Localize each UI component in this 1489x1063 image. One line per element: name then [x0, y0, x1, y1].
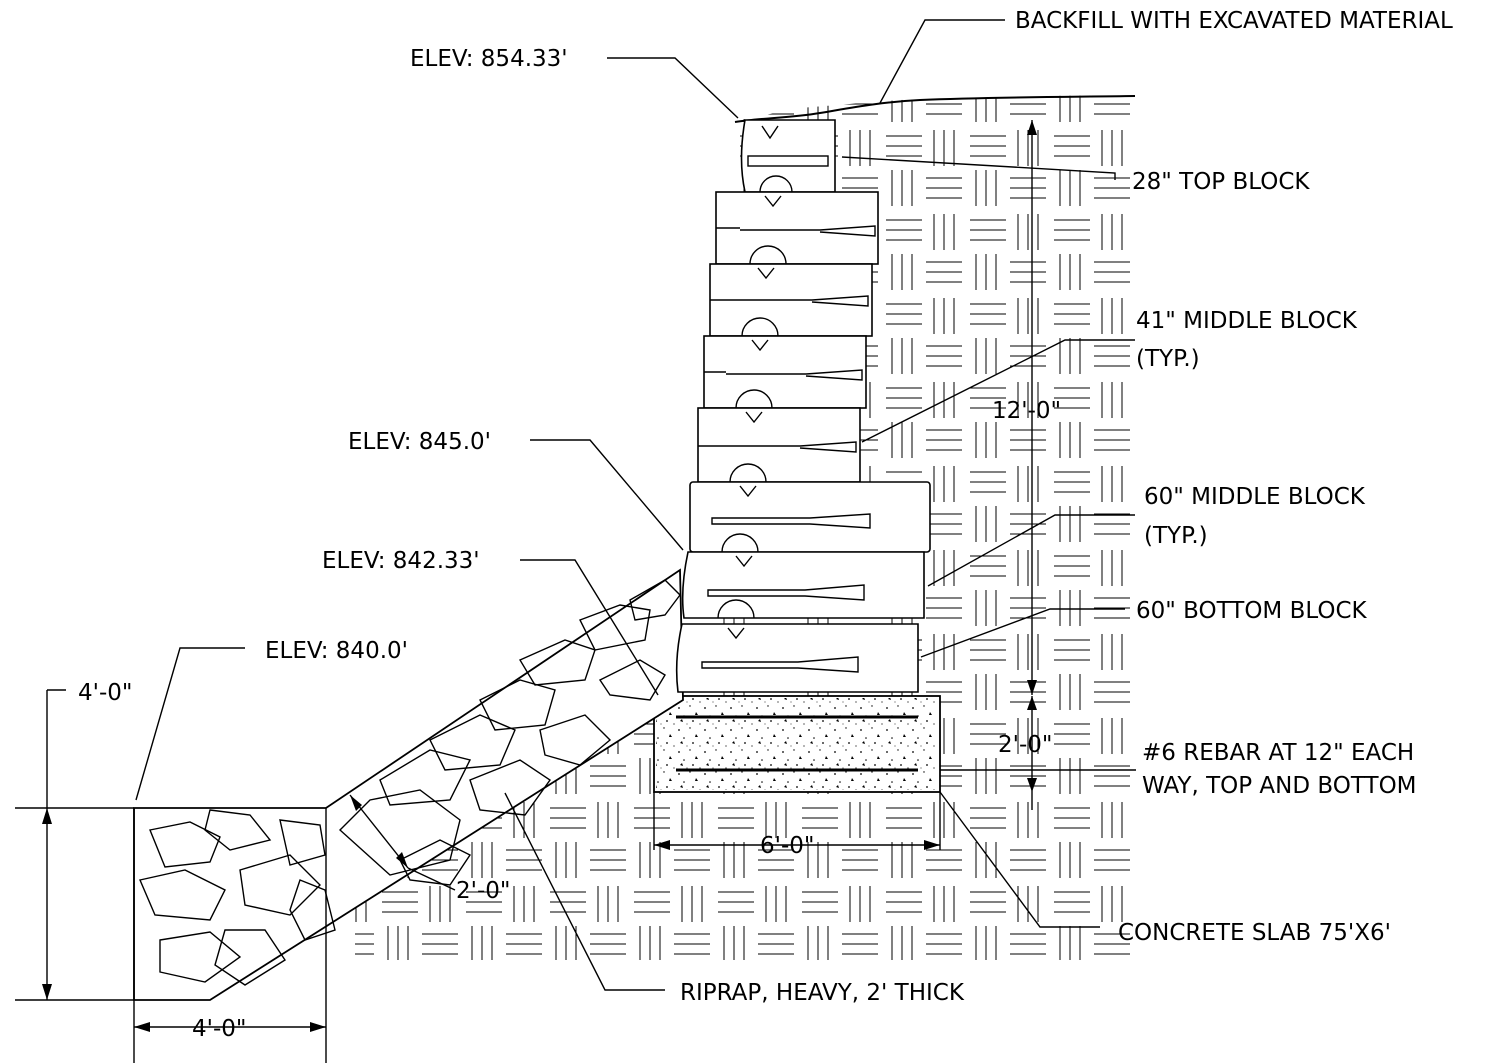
label-top-block: 28" TOP BLOCK [1132, 169, 1310, 195]
leader-lines [135, 19, 1136, 991]
label-bottom-block: 60" BOTTOM BLOCK [1136, 598, 1368, 624]
riprap-slope [133, 568, 684, 1063]
dim-toe-width: 4'-0" [192, 1016, 246, 1042]
dim-riprap-thickness: 2'-0" [456, 878, 510, 904]
concrete-slab [653, 695, 941, 793]
label-middle-41-line2: (TYP.) [1136, 346, 1200, 372]
dim-toe-height: 4'-0" [78, 680, 132, 706]
dim-slab-width: 6'-0" [760, 833, 814, 859]
label-rebar-line2: WAY, TOP AND BOTTOM [1142, 773, 1417, 799]
top-block-28in [740, 119, 836, 193]
label-elev-845: ELEV: 845.0' [348, 429, 491, 455]
label-elev-top: ELEV: 854.33' [410, 46, 568, 72]
ground-surface-line [734, 95, 1136, 123]
block-wall [675, 119, 931, 693]
label-rebar-line1: #6 REBAR AT 12" EACH [1142, 740, 1414, 766]
label-middle-60-line1: 60" MIDDLE BLOCK [1144, 484, 1366, 510]
label-elev-842: ELEV: 842.33' [322, 548, 480, 574]
bottom-block-60in [675, 623, 919, 693]
annotation-text: BACKFILL WITH EXCAVATED MATERIAL ELEV: 8… [78, 8, 1453, 1042]
middle-block-60in-2 [681, 551, 925, 619]
dimension-lines [15, 120, 1037, 1032]
middle-block-41in-4 [697, 407, 861, 483]
middle-block-60in [689, 481, 931, 553]
dim-slab-thickness: 2'-0" [998, 732, 1052, 758]
middle-block-41in-2 [709, 263, 873, 337]
label-middle-41-line1: 41" MIDDLE BLOCK [1136, 308, 1358, 334]
label-concrete-slab: CONCRETE SLAB 75'X6' [1118, 920, 1391, 946]
label-backfill: BACKFILL WITH EXCAVATED MATERIAL [1015, 8, 1453, 34]
label-middle-60-line2: (TYP.) [1144, 523, 1208, 549]
dim-wall-height: 12'-0" [992, 398, 1061, 424]
label-riprap: RIPRAP, HEAVY, 2' THICK [680, 980, 965, 1006]
middle-block-41in-3 [703, 335, 867, 409]
label-elev-840: ELEV: 840.0' [265, 638, 408, 664]
middle-block-41in-1 [715, 191, 879, 265]
